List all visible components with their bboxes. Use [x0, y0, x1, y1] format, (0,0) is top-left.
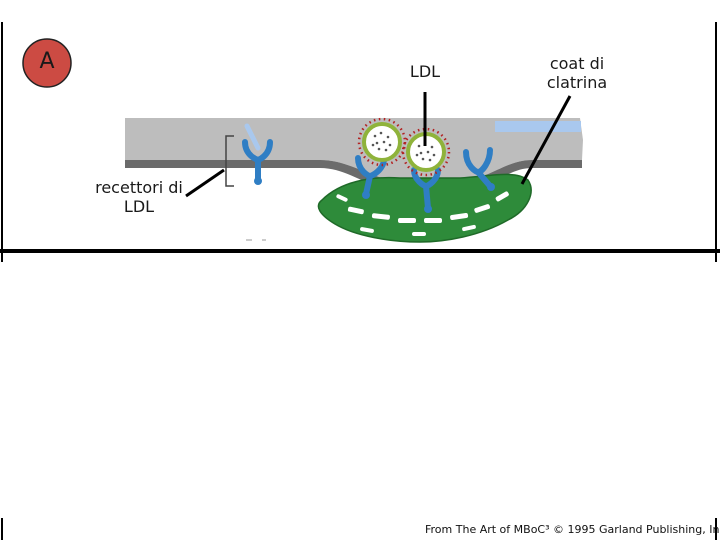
ldl-receptors-label: recettori di LDL — [92, 178, 186, 216]
receptor-leader-line — [186, 170, 224, 196]
receptor-tail-3 — [424, 205, 432, 213]
extracellular-marker — [495, 121, 581, 132]
clathrin-coat-label: coat di clatrina — [532, 54, 622, 92]
receptor-tail-2 — [362, 191, 370, 199]
ldl-label: LDL — [395, 62, 455, 81]
receptor-tail-4 — [487, 183, 495, 191]
source-credit: From The Art of MBoC³ © 1995 Garland Pub… — [425, 523, 717, 536]
panel-badge-letter: A — [24, 44, 70, 80]
receptor-tail-left — [254, 177, 262, 185]
